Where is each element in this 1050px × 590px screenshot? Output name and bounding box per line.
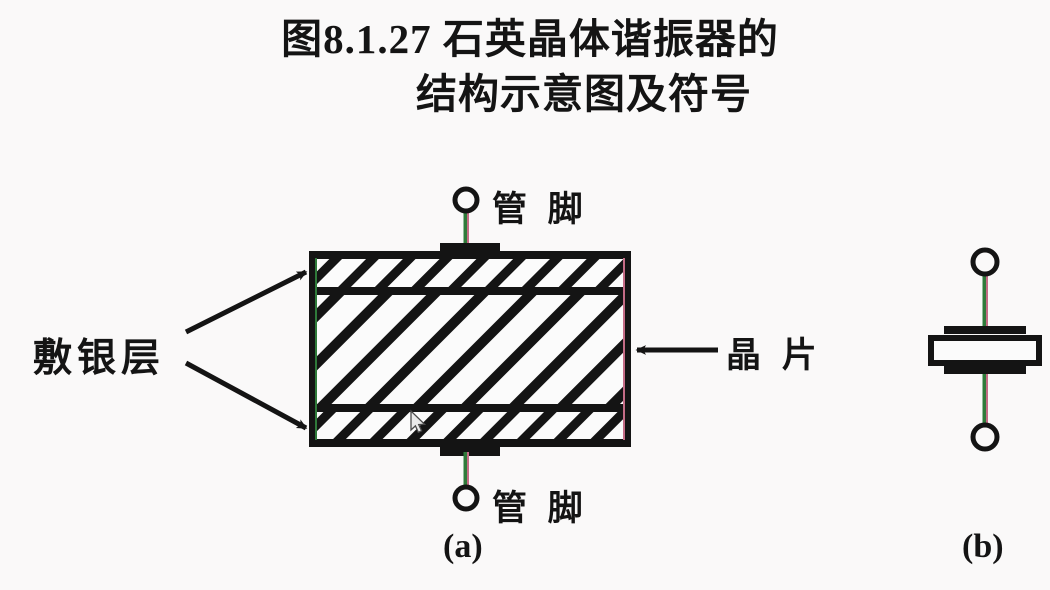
figure-title-line-2: 结构示意图及符号	[416, 70, 752, 117]
silver-layer-label: 敷银层	[33, 337, 166, 380]
symbol-crystal-rect	[928, 335, 1042, 366]
symbol-bottom-terminal-circle	[970, 422, 1000, 452]
symbol-top-terminal-circle	[970, 247, 1000, 277]
schematic-symbol-b	[928, 247, 1042, 452]
crystal-body	[309, 251, 631, 447]
caption-b: (b)	[962, 528, 1004, 565]
wafer-label: 晶 片	[726, 336, 823, 375]
mouse-cursor	[410, 409, 427, 434]
bottom-pin-terminal	[452, 452, 480, 512]
silver-layer-arrow-lower	[184, 360, 308, 431]
figure-title: 图8.1.27 石英晶体谐振器的 结构示意图及符号	[0, 12, 1050, 121]
caption-a: (a)	[443, 528, 483, 565]
core-wafer-band	[313, 291, 627, 408]
structure-view-a	[184, 186, 718, 512]
bottom-silver-band	[313, 408, 627, 443]
pin-bottom-label: 管 脚	[492, 489, 589, 528]
figure-title-line-1: 图8.1.27 石英晶体谐振器的	[281, 16, 779, 62]
bottom-electrode-tab	[440, 443, 500, 456]
top-pin-terminal	[452, 186, 480, 248]
silver-layer-arrow-upper	[184, 269, 308, 335]
top-terminal-circle	[452, 186, 480, 214]
pin-top-label: 管 脚	[492, 190, 589, 229]
symbol-upper-plate	[944, 326, 1026, 334]
symbol-lower-plate	[944, 366, 1026, 374]
top-silver-band	[313, 255, 627, 291]
bottom-terminal-circle	[452, 484, 480, 512]
